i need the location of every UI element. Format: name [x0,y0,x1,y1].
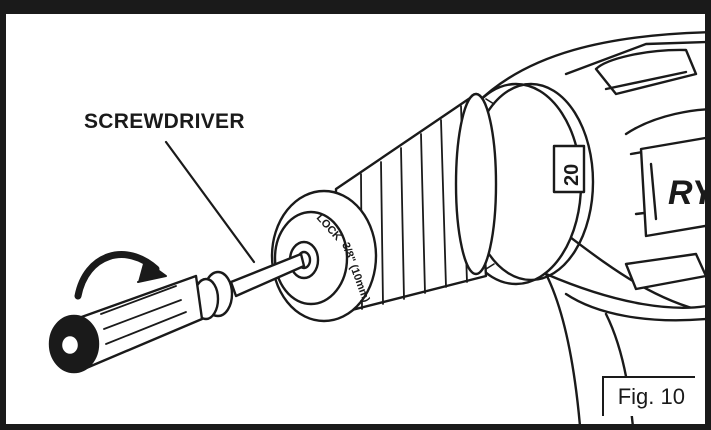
callout-leader [164,140,256,264]
figure-label: Fig. 10 [601,376,695,416]
screwdriver [48,252,306,374]
screwdriver-callout-label: SCREWDRIVER [84,110,245,133]
clutch-setting-number: 20 [561,164,583,186]
drill-illustration: LOCK 3/8" (10mm) 20 RY [48,31,711,424]
chuck-nose [270,189,378,323]
rotation-arrow-icon [74,251,167,300]
brand-logo-text: RY [668,174,711,212]
